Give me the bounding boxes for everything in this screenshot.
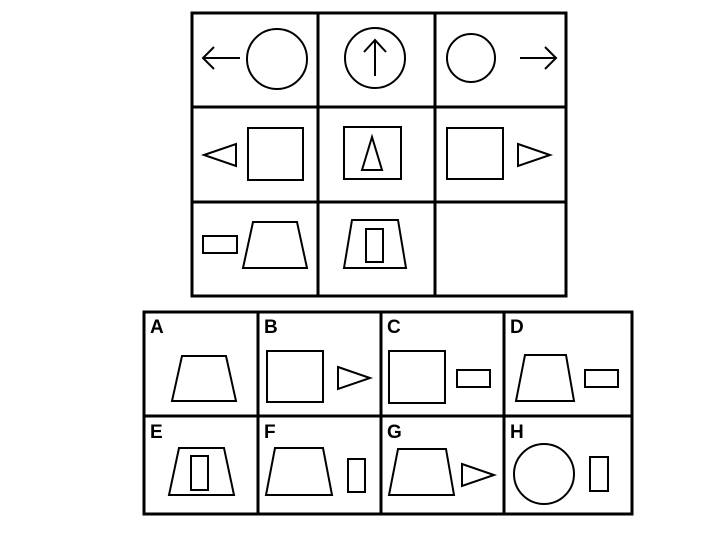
triangle-left-shape — [200, 142, 237, 168]
circle-shape — [246, 28, 308, 90]
square-shape — [266, 350, 324, 403]
matrix-cell-r1c3 — [446, 33, 558, 83]
circle-shape — [344, 27, 406, 89]
rectangle-vertical-shape — [347, 458, 366, 493]
trapezoid-shape — [241, 221, 309, 269]
matrix-cell-r2c2 — [343, 126, 402, 180]
matrix-cell-r1c2 — [344, 27, 406, 89]
option-c[interactable] — [383, 314, 502, 414]
circle-shape — [446, 33, 496, 83]
matrix-grid — [190, 11, 568, 298]
option-a[interactable] — [146, 314, 256, 414]
triangle-right-shape — [461, 462, 498, 488]
rectangle-vertical-shape — [365, 228, 384, 263]
option-label-c: C — [387, 317, 401, 338]
option-label-g: G — [387, 422, 402, 443]
option-d[interactable] — [506, 314, 630, 414]
rectangle-vertical-shape — [190, 455, 209, 491]
matrix-cell-r2c3 — [446, 127, 554, 180]
square-shape — [446, 127, 504, 180]
matrix-cell-r1c1 — [201, 28, 308, 90]
option-label-e: E — [150, 422, 163, 443]
option-e[interactable] — [146, 418, 256, 512]
rectangle-horizontal-shape — [202, 235, 238, 254]
circle-shape — [513, 443, 575, 505]
options-grid — [142, 310, 634, 516]
arrow-right-icon — [520, 46, 558, 70]
square-shape — [247, 127, 304, 181]
trapezoid-shape — [342, 219, 408, 269]
rectangle-horizontal-shape — [584, 369, 619, 388]
option-b[interactable] — [260, 314, 379, 414]
option-g[interactable] — [383, 418, 502, 512]
trapezoid-shape — [264, 447, 334, 496]
option-label-d: D — [510, 317, 524, 338]
option-label-h: H — [510, 422, 524, 443]
trapezoid-shape — [514, 354, 576, 402]
option-h[interactable] — [506, 418, 630, 512]
square-shape — [343, 126, 402, 180]
matrix-cell-r3c2 — [342, 219, 408, 269]
arrow-left-icon — [201, 46, 240, 70]
triangle-up-shape — [360, 133, 384, 171]
rectangle-horizontal-shape — [456, 369, 491, 388]
triangle-right-shape — [517, 142, 554, 168]
option-label-a: A — [150, 317, 164, 338]
option-f[interactable] — [260, 418, 379, 512]
matrix-cell-r2c1 — [200, 127, 304, 181]
trapezoid-shape — [167, 447, 236, 496]
option-label-b: B — [264, 317, 278, 338]
trapezoid-shape — [170, 355, 238, 402]
arrow-up-icon — [363, 38, 387, 76]
option-label-f: F — [264, 422, 276, 443]
triangle-right-shape — [337, 365, 374, 391]
trapezoid-shape — [387, 448, 456, 496]
square-shape — [388, 350, 446, 404]
matrix-cell-r3c1 — [202, 221, 309, 269]
rectangle-vertical-shape — [589, 456, 609, 492]
